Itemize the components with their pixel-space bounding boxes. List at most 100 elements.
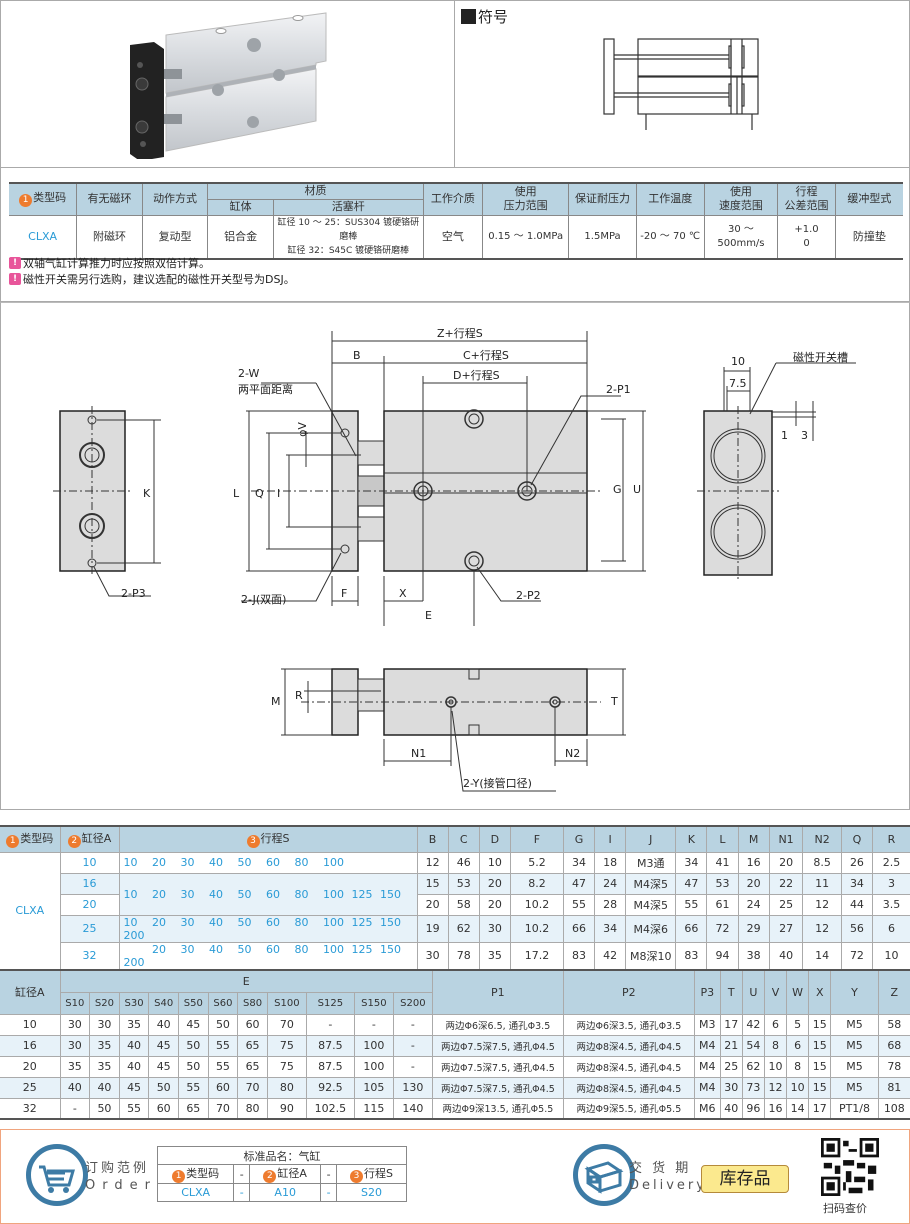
cell-e: 50 — [178, 1034, 209, 1057]
stock-badge: 库存品 — [701, 1165, 789, 1193]
cell-u: 73 — [741, 1076, 765, 1099]
cell-value: M4深6 — [625, 914, 677, 943]
delivery-box-icon — [573, 1144, 635, 1206]
cell-proof-pressure: 1.5MPa — [568, 214, 637, 259]
cell-value: 10.2 — [509, 914, 564, 943]
cell-p3: M4 — [693, 1034, 721, 1057]
th-pressure-range: 使用压力范围 — [482, 183, 570, 216]
cell-cushion: 防撞垫 — [834, 214, 903, 259]
cell-value: 34 — [594, 914, 627, 943]
cell-value: 30 — [416, 941, 449, 970]
label-G: G — [613, 483, 622, 496]
cell-y: M5 — [830, 1076, 879, 1099]
cell-e: - — [305, 1013, 355, 1036]
cell-e: 60 — [148, 1097, 179, 1120]
cell-bore: 25 — [60, 914, 120, 943]
th-G: G — [562, 825, 596, 853]
symbol-heading: 符号 — [461, 6, 508, 27]
cell-e: - — [392, 1055, 433, 1078]
cell-w: 10 — [786, 1076, 810, 1099]
label-K: K — [143, 487, 151, 500]
cell-w: 6 — [786, 1034, 810, 1057]
cell-bore: 20 — [0, 1055, 61, 1078]
th-N2: N2 — [802, 825, 842, 853]
th-J: J — [625, 825, 677, 853]
cell-p2: 两边Φ8深4.5, 通孔Φ4.5 — [562, 1076, 695, 1099]
cell-value: 83 — [562, 941, 596, 970]
cell-e: 50 — [89, 1097, 120, 1120]
label-M: M — [271, 695, 281, 708]
qr-code-icon[interactable] — [821, 1138, 879, 1196]
cell-value: 30 — [478, 914, 511, 943]
cell-value: 22 — [768, 872, 804, 895]
cell-value: 24 — [737, 893, 770, 916]
label-N1: N1 — [411, 747, 427, 760]
cell-value: 41 — [706, 851, 739, 874]
note-1: !双轴气缸计算推力时应按照双倍计算。 — [9, 255, 210, 271]
technical-drawing — [53, 331, 856, 792]
cell-u: 62 — [741, 1055, 765, 1078]
cell-action: 复动型 — [141, 214, 209, 259]
cell-value: 83 — [675, 941, 708, 970]
product-photo-panel — [0, 0, 455, 168]
th-e-stroke: S60 — [207, 991, 239, 1015]
cell-z: 108 — [877, 1097, 910, 1120]
th-X: X — [808, 969, 832, 1015]
cell-value: 11 — [802, 872, 842, 895]
label-N2: N2 — [565, 747, 581, 760]
cell-e: 45 — [148, 1034, 179, 1057]
cell-v: 16 — [763, 1097, 788, 1120]
label-2p1: 2-P1 — [606, 383, 631, 396]
label-U: U — [633, 483, 642, 496]
label-X: X — [399, 587, 407, 600]
cell-e: 40 — [59, 1076, 91, 1099]
cell-value: 12 — [416, 851, 449, 874]
cell-e: 50 — [207, 1013, 239, 1036]
cell-value: 20 — [768, 851, 804, 874]
badge-2-icon: 2 — [263, 1170, 277, 1183]
th-material: 材质 — [207, 183, 424, 200]
note-2: !磁性开关需另行选购，建议选配的磁性开关型号为DSJ。 — [9, 271, 295, 287]
cell-e: 35 — [59, 1055, 91, 1078]
cell-value: 8.5 — [802, 851, 842, 874]
cell-e: 70 — [237, 1076, 268, 1099]
cell-e: 40 — [118, 1055, 150, 1078]
cell-y: M5 — [830, 1034, 879, 1057]
label-R: R — [295, 689, 303, 702]
cell-e: 50 — [148, 1076, 179, 1099]
cell-value: 12 — [802, 893, 842, 916]
cell-value: 35 — [478, 941, 511, 970]
cell-value: 3 — [872, 872, 910, 895]
th-Z: Z — [877, 969, 910, 1015]
cell-bore: 32 — [0, 1097, 61, 1120]
cell-e: - — [392, 1034, 433, 1057]
th-e-stroke: S150 — [353, 991, 394, 1015]
th-U: U — [741, 969, 765, 1015]
cell-e: 100 — [353, 1055, 394, 1078]
th-R: R — [872, 825, 910, 853]
label-2p3: 2-P3 — [121, 587, 146, 600]
th-W: W — [786, 969, 810, 1015]
label-z-stroke: Z+行程S — [437, 327, 483, 340]
cell-y: M5 — [830, 1013, 879, 1036]
cell-e: 55 — [207, 1055, 239, 1078]
cell-value: 26 — [840, 851, 874, 874]
th-P3: P3 — [693, 969, 721, 1015]
cell-e: 60 — [207, 1076, 239, 1099]
cell-value: 5.2 — [509, 851, 564, 874]
label-F: F — [341, 587, 348, 600]
cell-p1: 两边Φ7.5深7.5, 通孔Φ4.5 — [431, 1055, 564, 1078]
cell-p2: 两边Φ8深4.5, 通孔Φ4.5 — [562, 1034, 695, 1057]
cell-value: 17.2 — [509, 941, 564, 970]
cell-p1: 两边Φ6深6.5, 通孔Φ3.5 — [431, 1013, 564, 1036]
cell-e: 30 — [89, 1013, 120, 1036]
cell-rod: 缸径 10 ～ 25：SUS304 镀硬铬研磨棒缸径 32：S45C 镀硬铬研磨… — [272, 214, 424, 259]
label-B: B — [353, 349, 361, 362]
label-T: T — [611, 695, 618, 708]
th-Q: Q — [840, 825, 874, 853]
